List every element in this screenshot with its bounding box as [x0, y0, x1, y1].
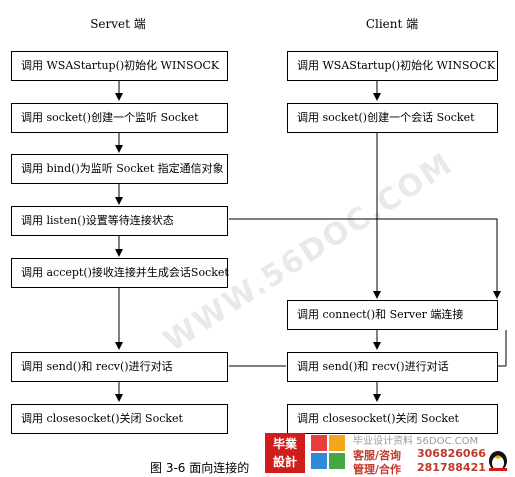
client-column-title: Client 端 — [365, 17, 419, 31]
site-badge: 毕業 設計 毕业设计资料 56DOC.COM 客服/咨询 管理/合作 30682… — [265, 431, 513, 476]
seal-logo: 毕業 設計 — [265, 433, 305, 473]
penguin-icon — [489, 451, 507, 471]
client-step-wsastartup: 调用 WSAStartup()初始化 WINSOCK — [287, 51, 498, 81]
server-step-closesocket: 调用 closesocket()关闭 Socket — [11, 404, 228, 434]
manage-label: 管理/合作 — [353, 463, 402, 476]
qq-service-number: 306826066 — [417, 447, 486, 460]
client-step-closesocket: 调用 closesocket()关闭 Socket — [287, 404, 498, 434]
service-label: 客服/咨询 — [353, 449, 402, 462]
client-step-socket: 调用 socket()创建一个会话 Socket — [287, 103, 498, 133]
server-step-socket: 调用 socket()创建一个监听 Socket — [11, 103, 228, 133]
server-step-bind: 调用 bind()为监听 Socket 指定通信对象 — [11, 154, 228, 184]
figure-caption: 图 3-6 面向连接的 — [150, 461, 250, 475]
server-step-send-recv: 调用 send()和 recv()进行对话 — [11, 352, 228, 382]
server-step-wsastartup: 调用 WSAStartup()初始化 WINSOCK — [11, 51, 228, 81]
client-step-connect: 调用 connect()和 Server 端连接 — [287, 300, 498, 330]
link-listen-to-connect — [229, 218, 501, 299]
client-step-send-recv: 调用 send()和 recv()进行对话 — [287, 352, 498, 382]
server-step-accept: 调用 accept()接收连接并生成会话Socket — [11, 258, 229, 288]
qq-manage-number: 281788421 — [417, 461, 486, 474]
server-column-title: Servet 端 — [90, 17, 146, 31]
site-name: 毕业设计资料 56DOC.COM — [353, 436, 479, 447]
puzzle-icon — [311, 435, 345, 469]
server-step-listen: 调用 listen()设置等待连接状态 — [11, 206, 228, 236]
